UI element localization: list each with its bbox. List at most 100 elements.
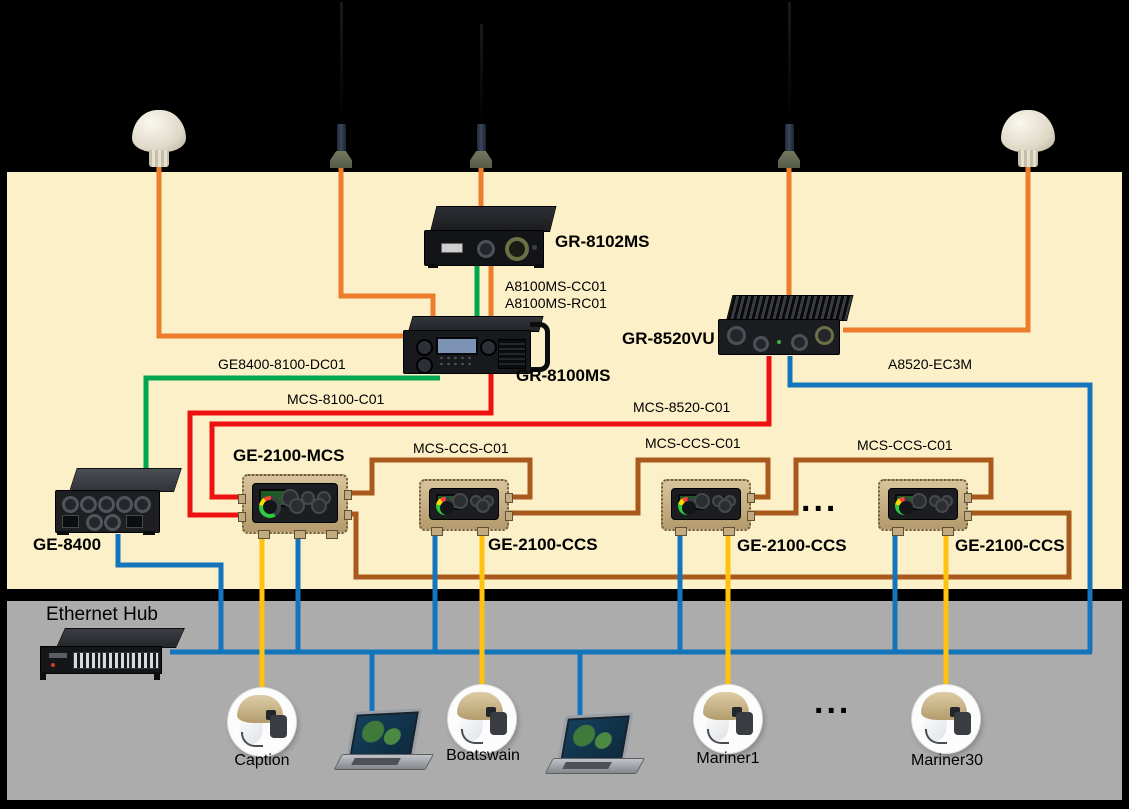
side-port xyxy=(747,511,755,521)
side-port xyxy=(344,510,352,520)
label-a8100ms-rc01: A8100MS-RC01 xyxy=(505,295,607,311)
mic-boom xyxy=(241,732,263,747)
port-group xyxy=(73,652,101,669)
headset-user-captain xyxy=(228,688,296,756)
connector xyxy=(791,334,808,351)
device-front-panel xyxy=(429,488,499,520)
cable-mcs-ccs-c01-3 xyxy=(748,457,994,516)
connector xyxy=(104,514,121,531)
bottom-port xyxy=(892,527,904,536)
side-port xyxy=(964,493,972,503)
mic-boom xyxy=(707,729,729,744)
antenna-mount xyxy=(778,151,800,168)
side-port xyxy=(344,490,352,500)
connector xyxy=(86,514,103,531)
keyboard xyxy=(351,758,401,765)
device-gr8102ms xyxy=(424,206,557,268)
connector xyxy=(62,496,79,513)
side-port xyxy=(505,511,513,521)
knob xyxy=(911,493,927,509)
cable-whip1-to-gr8100ms xyxy=(338,162,436,322)
connector xyxy=(753,336,769,352)
carry-handle xyxy=(530,322,550,372)
label-ge8400-8100-dc01: GE8400-8100-DC01 xyxy=(218,356,346,372)
antenna-connector xyxy=(337,124,346,151)
antenna-rod xyxy=(340,2,343,124)
device-ge2100-mcs xyxy=(238,474,352,539)
label-ge2100-ccs-2: GE-2100-CCS xyxy=(737,536,847,555)
device-front-panel xyxy=(40,646,162,674)
knob xyxy=(452,493,468,509)
device-front-panel xyxy=(671,488,741,520)
label-gr8520vu: GR-8520VU xyxy=(622,329,715,348)
antenna-mount xyxy=(330,151,352,168)
connector xyxy=(80,496,97,513)
cable-mcs-8100-c01 xyxy=(187,366,494,518)
speaker-grille xyxy=(498,339,526,369)
knob xyxy=(289,498,305,514)
laptop-base xyxy=(544,758,645,774)
gps-dome xyxy=(1001,110,1055,152)
headset-earcup xyxy=(490,712,507,735)
connector xyxy=(815,326,834,345)
cable-a8520-ec3m xyxy=(787,356,1093,652)
label-a8100ms-cc01: A8100MS-CC01 xyxy=(505,278,607,294)
rack-ear xyxy=(40,672,46,680)
knob xyxy=(480,339,497,356)
keyboard xyxy=(562,762,612,769)
connector xyxy=(116,496,133,513)
knob xyxy=(416,339,433,356)
mount-foot xyxy=(534,264,544,268)
antenna-rod xyxy=(480,24,483,124)
side-port xyxy=(747,493,755,503)
side-port xyxy=(238,512,246,522)
label-gr8100ms: GR-8100MS xyxy=(516,366,611,385)
label-mariner1: Mariner1 xyxy=(696,750,760,767)
whip-antenna-2 xyxy=(467,24,495,168)
headset-earcup xyxy=(736,712,753,735)
label-gr8102ms: GR-8102MS xyxy=(555,232,650,251)
mic-boom xyxy=(925,729,947,744)
cable-mcs-ccs-c01-2 xyxy=(506,457,771,516)
label-mariner30: Mariner30 xyxy=(910,752,984,769)
mount-foot xyxy=(143,531,155,535)
status-led xyxy=(777,340,781,344)
label-mcs-ccs-c01-3: MCS-CCS-C01 xyxy=(857,437,953,453)
gps-base xyxy=(1018,150,1038,167)
cable-mcs-ccs-c01-1 xyxy=(346,457,533,500)
device-ge8400 xyxy=(55,468,182,535)
device-top-face xyxy=(69,468,182,492)
bottom-port xyxy=(477,527,489,536)
label-mcs-ccs-c01-1: MCS-CCS-C01 xyxy=(413,440,509,456)
device-gr8100ms xyxy=(403,316,550,374)
brand-plate xyxy=(49,653,67,658)
usb-port xyxy=(441,243,463,253)
headset-user-mariner30 xyxy=(912,685,980,753)
label-a8520-ec3m: A8520-EC3M xyxy=(888,356,973,372)
cable-gps1-to-gr8100ms xyxy=(156,162,440,339)
device-front-panel xyxy=(55,490,160,533)
bottom-port xyxy=(431,527,443,536)
connector xyxy=(98,496,115,513)
label-mcs-ccs-c01-2: MCS-CCS-C01 xyxy=(645,435,741,451)
gps-antenna-2 xyxy=(998,110,1058,168)
device-front-panel xyxy=(718,319,840,355)
port-group xyxy=(131,652,159,669)
cable-mcs-8520-c01 xyxy=(209,356,772,500)
gps-base xyxy=(149,150,169,167)
bottom-port xyxy=(942,527,954,536)
keypad xyxy=(438,355,472,369)
device-ge2100-ccs-1 xyxy=(419,479,513,536)
level-gauge xyxy=(436,497,454,515)
label-ethernet-hub: Ethernet Hub xyxy=(46,604,158,625)
antenna-rod xyxy=(788,2,791,124)
device-front-panel xyxy=(252,483,338,523)
bottom-port xyxy=(326,530,338,539)
mount-foot xyxy=(57,531,69,535)
cable-ge8400-8100-dc01 xyxy=(143,375,440,476)
device-gr8520vu xyxy=(718,295,854,357)
connector xyxy=(505,237,529,261)
whip-antenna-3 xyxy=(775,2,803,168)
antenna-mount xyxy=(470,151,492,168)
